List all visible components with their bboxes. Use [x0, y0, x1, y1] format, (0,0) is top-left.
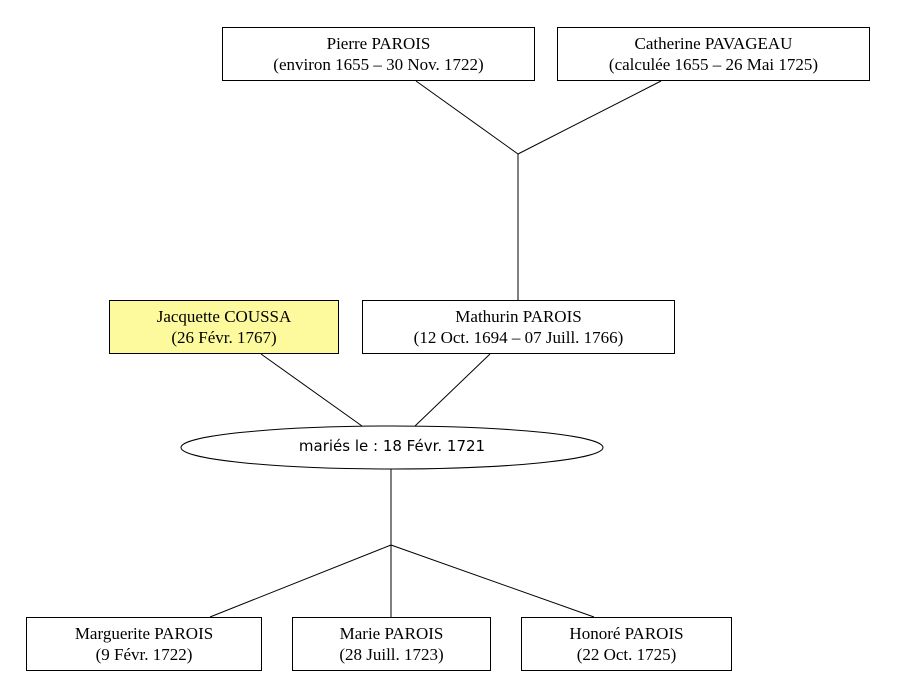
person-dates: (26 Févr. 1767): [171, 328, 277, 347]
line-pierre-to-junction: [415, 80, 519, 155]
person-dates: (28 Juill. 1723): [339, 645, 444, 664]
person-name: Marguerite PAROIS: [74, 624, 214, 643]
person-dates: (9 Févr. 1722): [95, 645, 193, 664]
line-catherine-to-junction: [517, 80, 662, 155]
person-name: Catherine PAVAGEAU: [634, 34, 793, 53]
person-dates: (12 Oct. 1694 – 07 Juill. 1766): [413, 328, 624, 347]
person-dates: (environ 1655 – 30 Nov. 1722): [273, 55, 484, 74]
marriage-ellipse: [180, 425, 604, 470]
marriage-label: mariés le : 18 Févr. 1721: [298, 437, 486, 455]
person-name: Pierre PAROIS: [326, 34, 431, 53]
person-name: Honoré PAROIS: [569, 624, 684, 643]
line-junction-to-marguerite: [209, 544, 392, 618]
person-box-jacquette-coussa: Jacquette COUSSA (26 Févr. 1767): [109, 300, 339, 354]
person-box-catherine-pavageau: Catherine PAVAGEAU (calculée 1655 – 26 M…: [557, 27, 870, 81]
person-box-honore-parois: Honoré PAROIS (22 Oct. 1725): [521, 617, 732, 671]
line-jacquette-to-marriage: [260, 353, 363, 427]
person-box-mathurin-parois: Mathurin PAROIS (12 Oct. 1694 – 07 Juill…: [362, 300, 675, 354]
person-box-pierre-parois: Pierre PAROIS (environ 1655 – 30 Nov. 17…: [222, 27, 535, 81]
line-junction-to-honore: [390, 544, 595, 618]
person-dates: (22 Oct. 1725): [576, 645, 677, 664]
line-mathurin-to-marriage: [414, 353, 491, 427]
person-dates: (calculée 1655 – 26 Mai 1725): [608, 55, 819, 74]
person-name: Marie PAROIS: [339, 624, 444, 643]
person-name: Mathurin PAROIS: [455, 307, 582, 326]
person-name: Jacquette COUSSA: [156, 307, 292, 326]
person-box-marguerite-parois: Marguerite PAROIS (9 Févr. 1722): [26, 617, 262, 671]
person-box-marie-parois: Marie PAROIS (28 Juill. 1723): [292, 617, 491, 671]
